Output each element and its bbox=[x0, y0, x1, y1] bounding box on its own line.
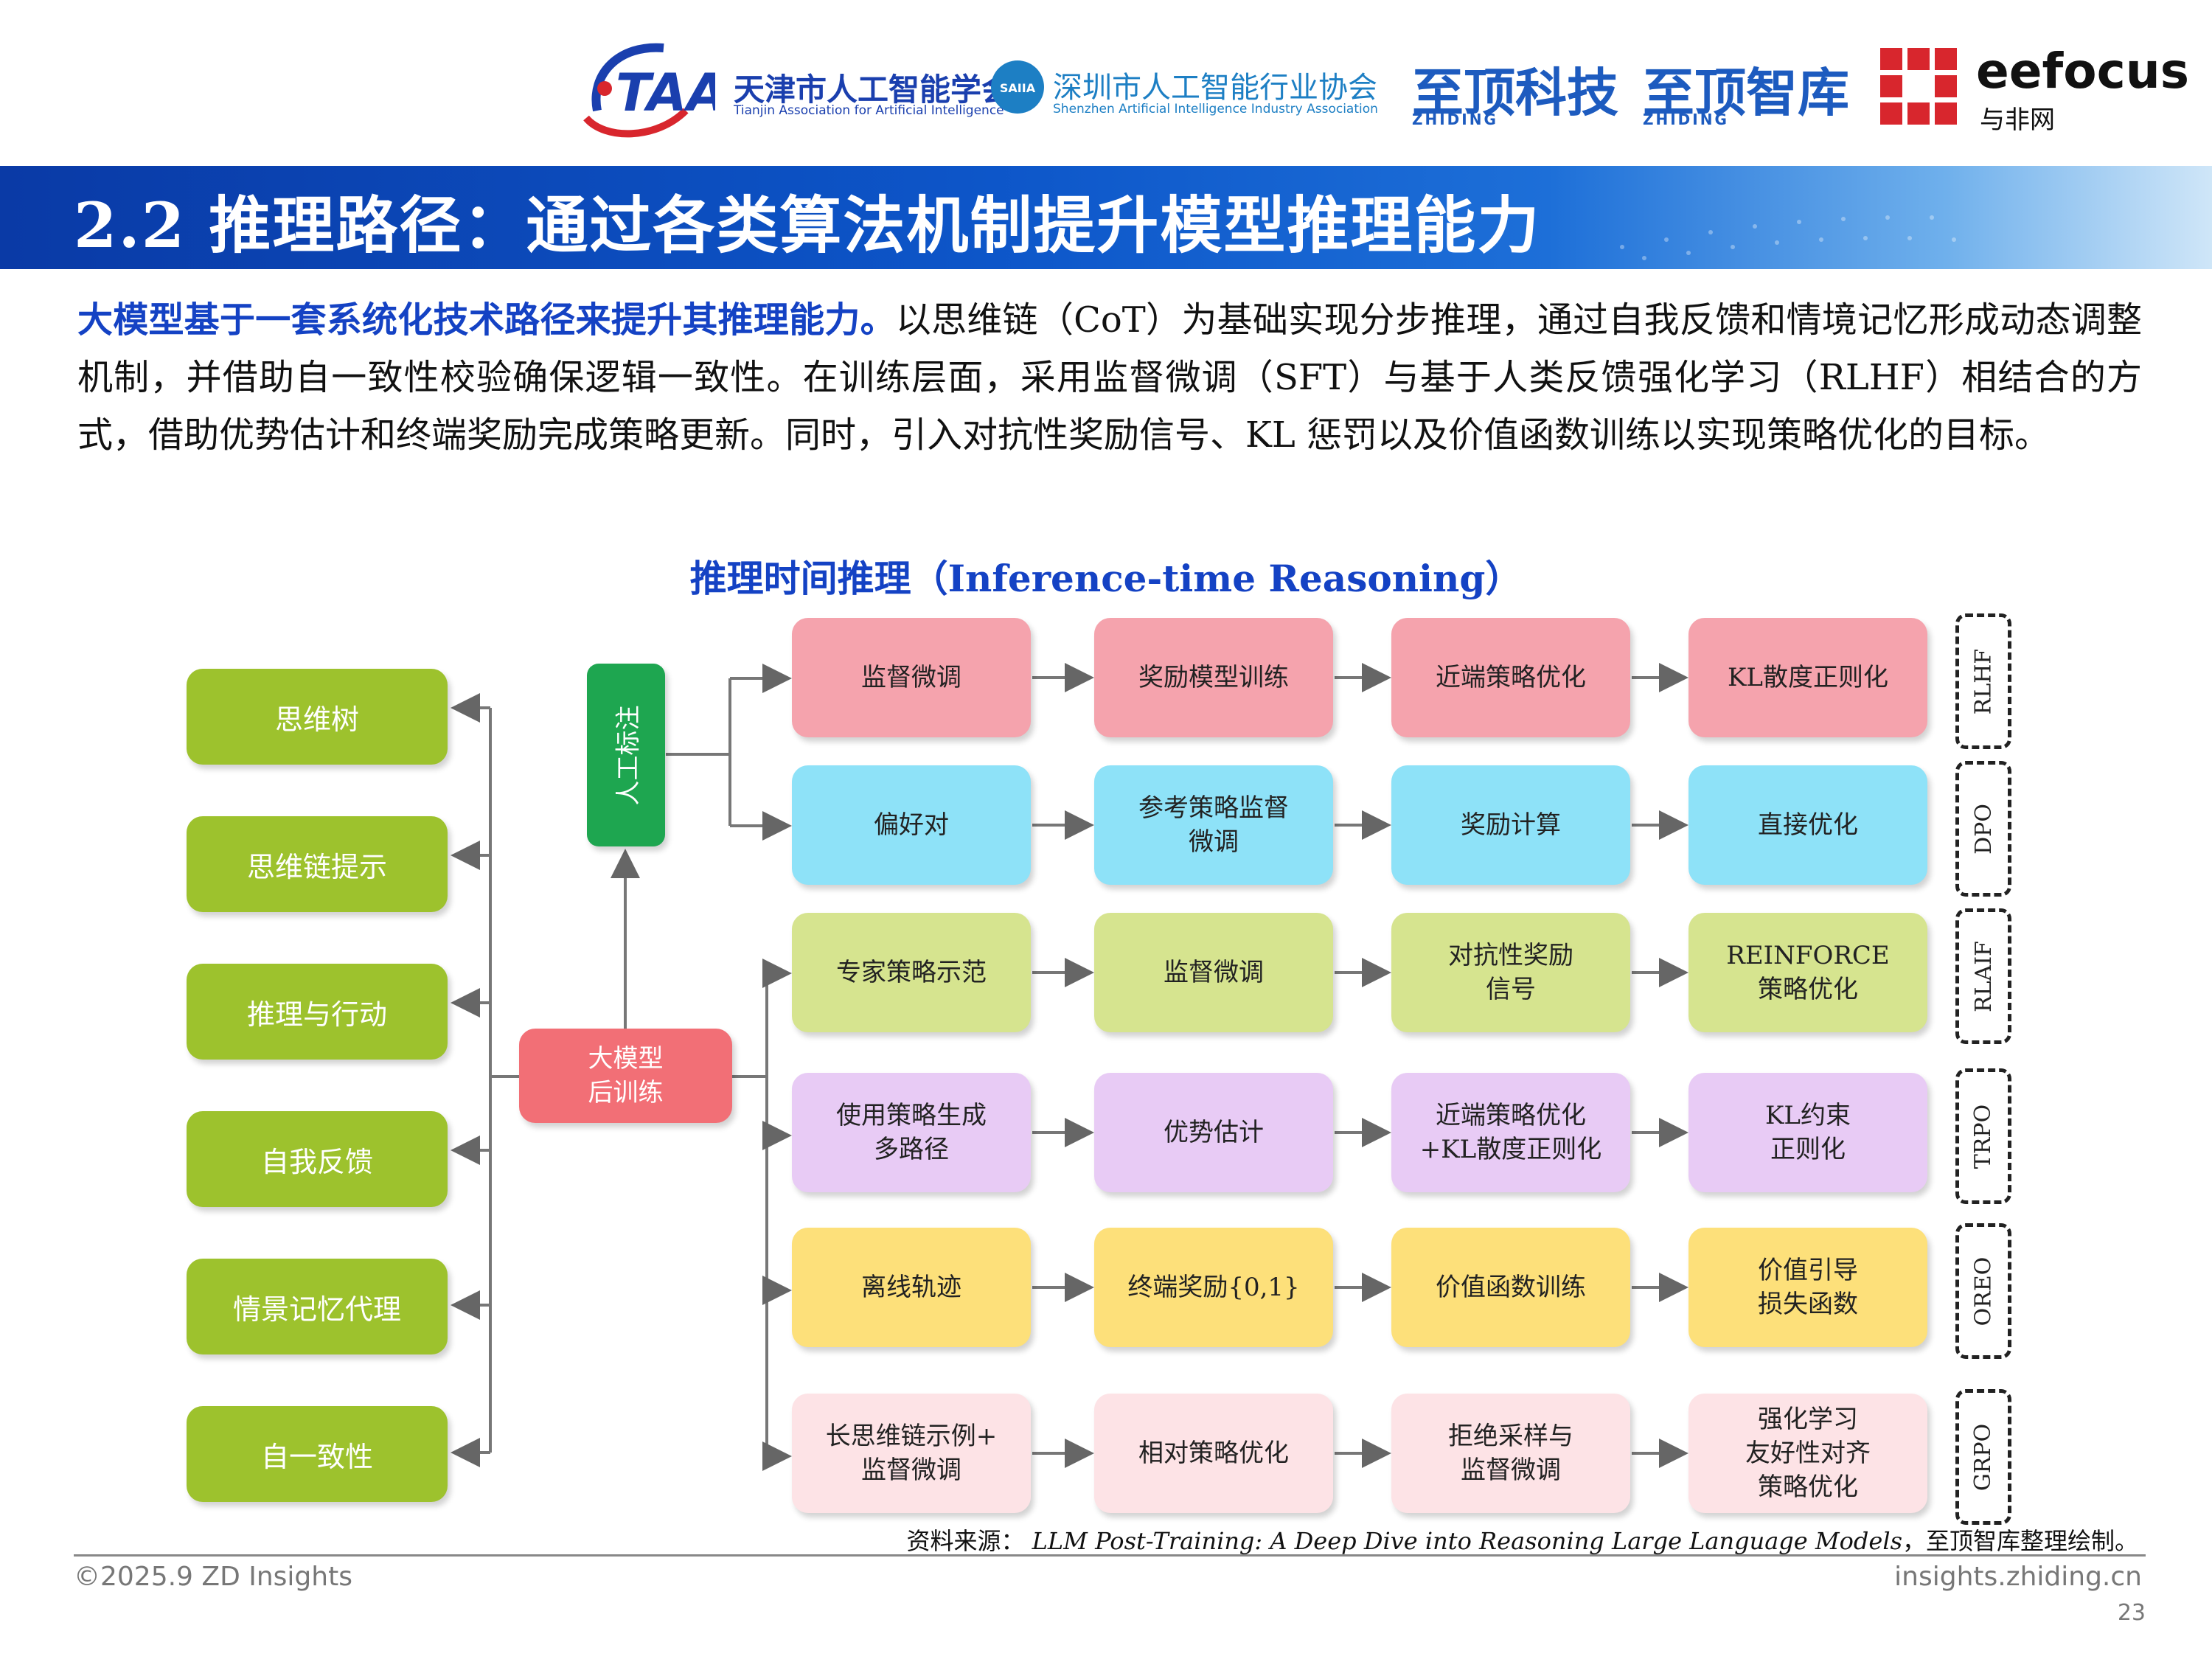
saiia-logo-icon: SAIIA bbox=[991, 60, 1044, 114]
human-annotation-node: 人工标注 bbox=[587, 664, 665, 846]
row-rlhf-step-1: 监督微调 bbox=[792, 618, 1031, 737]
source-reference: LLM Post-Training: A Deep Dive into Reas… bbox=[1032, 1527, 1902, 1555]
title-banner: 2.2 推理路径：通过各类算法机制提升模型推理能力 bbox=[0, 166, 2212, 269]
row-rlaif-step-3: 对抗性奖励 信号 bbox=[1391, 913, 1630, 1032]
footer-url: insights.zhiding.cn bbox=[1894, 1562, 2142, 1592]
human-annotation-label: 人工标注 bbox=[613, 705, 644, 805]
row-trpo-step-2: 优势估计 bbox=[1094, 1073, 1333, 1192]
row-rlaif-step-1: 专家策略示范 bbox=[792, 913, 1031, 1032]
left-node-episodic-memory-agent: 情景记忆代理 bbox=[187, 1259, 448, 1354]
row-trpo-step-3: 近端策略优化 +KL散度正则化 bbox=[1391, 1073, 1630, 1192]
left-node-self-feedback: 自我反馈 bbox=[187, 1111, 448, 1207]
page-title: 2.2 推理路径：通过各类算法机制提升模型推理能力 bbox=[74, 189, 1541, 262]
eefocus-logo: eefocus bbox=[1976, 43, 2189, 100]
row-rlhf-step-2: 奖励模型训练 bbox=[1094, 618, 1333, 737]
row-dpo-step-3: 奖励计算 bbox=[1391, 765, 1630, 885]
footer-copyright: ©2025.9 ZD Insights bbox=[74, 1562, 352, 1592]
eefocus-sub: 与非网 bbox=[1980, 105, 2055, 135]
row-oreo-step-4: 价值引导 损失函数 bbox=[1688, 1228, 1927, 1347]
zhiding-think-sub: ZHIDING bbox=[1643, 111, 1729, 128]
tag-label-trpo: TRPO bbox=[1970, 1104, 1997, 1169]
tag-label-rlaif: RLAIF bbox=[1970, 940, 1997, 1012]
taai-name-en: Tianjin Association for Artificial Intel… bbox=[734, 103, 1004, 118]
tag-rlaif: RLAIF bbox=[1955, 908, 2011, 1044]
row-rlaif-step-2: 监督微调 bbox=[1094, 913, 1333, 1032]
intro-paragraph: 大模型基于一套系统化技术路径来提升其推理能力。以思维链（CoT）为基础实现分步推… bbox=[77, 291, 2142, 464]
row-dpo-step-4: 直接优化 bbox=[1688, 765, 1927, 885]
tag-dpo: DPO bbox=[1955, 761, 2011, 897]
source-note: 资料来源： LLM Post-Training: A Deep Dive int… bbox=[906, 1527, 2138, 1555]
left-node-react: 推理与行动 bbox=[187, 964, 448, 1060]
saiia-name: 深圳市人工智能行业协会 bbox=[1053, 71, 1377, 105]
row-dpo-step-1: 偏好对 bbox=[792, 765, 1031, 885]
header-logos: TAAI 天津市人工智能学会 Tianjin Association for A… bbox=[575, 29, 2189, 140]
left-node-cot-prompting: 思维链提示 bbox=[187, 816, 448, 912]
row-trpo-step-4: KL约束 正则化 bbox=[1688, 1073, 1927, 1192]
tag-trpo: TRPO bbox=[1955, 1068, 2011, 1204]
page-number: 23 bbox=[2117, 1600, 2146, 1626]
row-rlhf-step-4: KL散度正则化 bbox=[1688, 618, 1927, 737]
row-oreo-step-1: 离线轨迹 bbox=[792, 1228, 1031, 1347]
diagram-title: 推理时间推理（Inference-time Reasoning） bbox=[689, 557, 1523, 600]
intro-lead: 大模型基于一套系统化技术路径来提升其推理能力。 bbox=[77, 299, 896, 341]
left-node-self-consistency: 自一致性 bbox=[187, 1406, 448, 1502]
row-trpo-step-1: 使用策略生成 多路径 bbox=[792, 1073, 1031, 1192]
taai-name: 天津市人工智能学会 bbox=[734, 72, 1013, 108]
row-oreo-step-3: 价值函数训练 bbox=[1391, 1228, 1630, 1347]
tag-label-dpo: DPO bbox=[1970, 803, 1997, 855]
saiia-name-en: Shenzhen Artificial Intelligence Industr… bbox=[1053, 102, 1378, 116]
row-grpo-step-3: 拒绝采样与 监督微调 bbox=[1391, 1394, 1630, 1513]
tag-rlhf: RLHF bbox=[1955, 613, 2011, 749]
eefocus-logo-icon bbox=[1880, 48, 1957, 125]
tag-oreo: OREO bbox=[1955, 1223, 2011, 1359]
tag-grpo: GRPO bbox=[1955, 1389, 2011, 1525]
row-rlaif-step-4: REINFORCE 策略优化 bbox=[1688, 913, 1927, 1032]
zhiding-tech-logo: 至顶科技 bbox=[1412, 63, 1618, 123]
post-training-node: 大模型 后训练 bbox=[519, 1029, 732, 1123]
tag-label-grpo: GRPO bbox=[1970, 1423, 1997, 1491]
taai-logo-icon: TAAI bbox=[583, 43, 715, 138]
footer-divider bbox=[74, 1554, 2146, 1557]
row-grpo-step-4: 强化学习 友好性对齐 策略优化 bbox=[1688, 1394, 1927, 1513]
left-node-tree-of-thought: 思维树 bbox=[187, 669, 448, 765]
svg-text:TAAI: TAAI bbox=[616, 63, 715, 123]
zhiding-think-logo: 至顶智库 bbox=[1643, 63, 1849, 123]
tag-label-rlhf: RLHF bbox=[1970, 648, 1997, 714]
banner-wave-decoration bbox=[1620, 215, 1956, 260]
intro-body: 以思维链（CoT）为基础实现分步推理，通过自我反馈和情境记忆形成动态调整机制，并… bbox=[77, 299, 2142, 456]
row-dpo-step-2: 参考策略监督 微调 bbox=[1094, 765, 1333, 885]
row-rlhf-step-3: 近端策略优化 bbox=[1391, 618, 1630, 737]
row-grpo-step-1: 长思维链示例+ 监督微调 bbox=[792, 1394, 1031, 1513]
row-oreo-step-2: 终端奖励{0,1} bbox=[1094, 1228, 1333, 1347]
zhiding-tech-sub: ZHIDING bbox=[1412, 111, 1498, 128]
tag-label-oreo: OREO bbox=[1970, 1256, 1997, 1326]
svg-text:SAIIA: SAIIA bbox=[1000, 81, 1036, 95]
row-grpo-step-2: 相对策略优化 bbox=[1094, 1394, 1333, 1513]
